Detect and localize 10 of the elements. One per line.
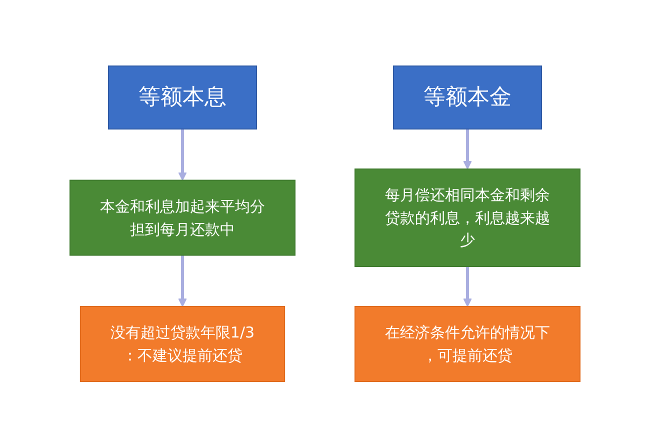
arrow	[178, 256, 187, 308]
arrow	[463, 129, 472, 170]
node-box: 没有超过贷款年限1/3：不建议提前还贷	[80, 306, 286, 382]
node-box: 在经济条件允许的情况下，可提前还贷	[354, 306, 580, 382]
arrow	[463, 266, 472, 308]
node-box: 每月偿还相同本金和剩余贷款的利息，利息越来越少	[354, 168, 580, 268]
node-box: 等额本金	[393, 66, 542, 130]
arrow	[178, 129, 187, 181]
node-box: 本金和利息加起来平均分担到每月还款中	[70, 180, 296, 256]
node-box: 等额本息	[108, 66, 257, 130]
